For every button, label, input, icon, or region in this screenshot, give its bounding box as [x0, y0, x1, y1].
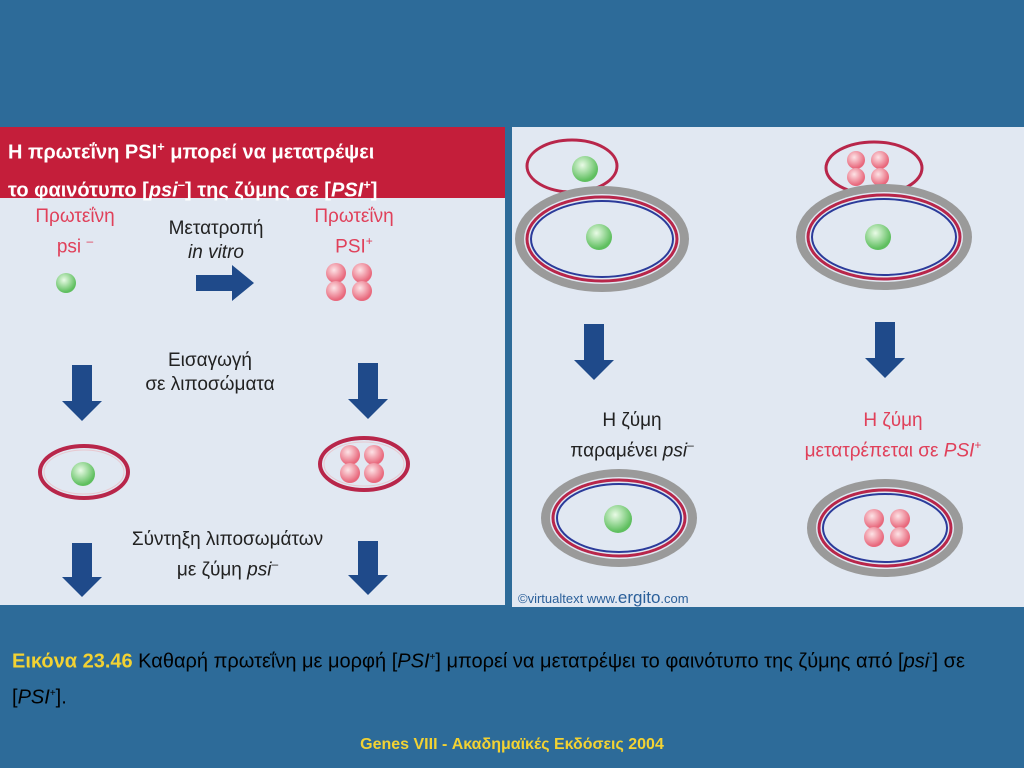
- right-panel: Η ζύμη παραμένει psi– Η ζύμη μετατρέπετα…: [512, 127, 1024, 607]
- in-vitro-conversion-label: Μετατροπή in vitro: [168, 218, 264, 263]
- liposome-psi-plus-icon: [318, 436, 410, 492]
- yeast-stays-label: Η ζύμη παραμένει psi–: [570, 410, 694, 462]
- down-arrow-icon: [574, 324, 614, 380]
- down-arrow-icon: [62, 543, 102, 597]
- psi-minus-protein-icon: [56, 273, 76, 293]
- yeast-converts-label: Η ζύμη μετατρέπεται σε PSI+: [804, 410, 982, 462]
- liposome-insertion-label: Εισαγωγή σε λιποσώματα: [145, 350, 275, 395]
- liposome-psi-minus-icon: [38, 444, 130, 500]
- yeast-cell-icon: [515, 186, 689, 292]
- figure-caption: Εικόνα 23.46 Καθαρή πρωτεΐνη με μορφή [P…: [12, 650, 965, 709]
- left-diagram: [38, 263, 410, 597]
- conversion-arrow-icon: [196, 265, 254, 301]
- down-arrow-icon: [62, 365, 102, 421]
- down-arrow-icon: [348, 541, 388, 595]
- liposome-psi-plus-icon: [824, 140, 924, 196]
- protein-psi-plus-label: Πρωτεΐνη PSI+: [314, 206, 394, 258]
- psi-plus-protein-icon: [326, 263, 372, 301]
- protein-psi-minus-label: Πρωτεΐνη psi –: [35, 206, 115, 258]
- footer-credit: Genes VIII - Ακαδημαϊκές Εκδόσεις 2004: [360, 736, 664, 753]
- yeast-cell-psi-minus-icon: [541, 469, 697, 567]
- right-diagram: [515, 138, 972, 577]
- title-banner: Η πρωτεΐνη PSI+ μπορεί να μετατρέψει το …: [0, 127, 505, 201]
- liposome-fusion-label: Σύντηξη λιποσωμάτων με ζύμη psi–: [131, 529, 324, 581]
- yeast-cell-icon: [796, 184, 972, 290]
- down-arrow-icon: [865, 322, 905, 378]
- down-arrow-icon: [348, 363, 388, 419]
- yeast-cell-psi-plus-icon: [807, 479, 963, 577]
- source-credit: ©virtualtext www.ergito.com: [518, 588, 689, 607]
- liposome-psi-minus-icon: [525, 138, 619, 194]
- left-panel: Η πρωτεΐνη PSI+ μπορεί να μετατρέψει το …: [0, 127, 505, 605]
